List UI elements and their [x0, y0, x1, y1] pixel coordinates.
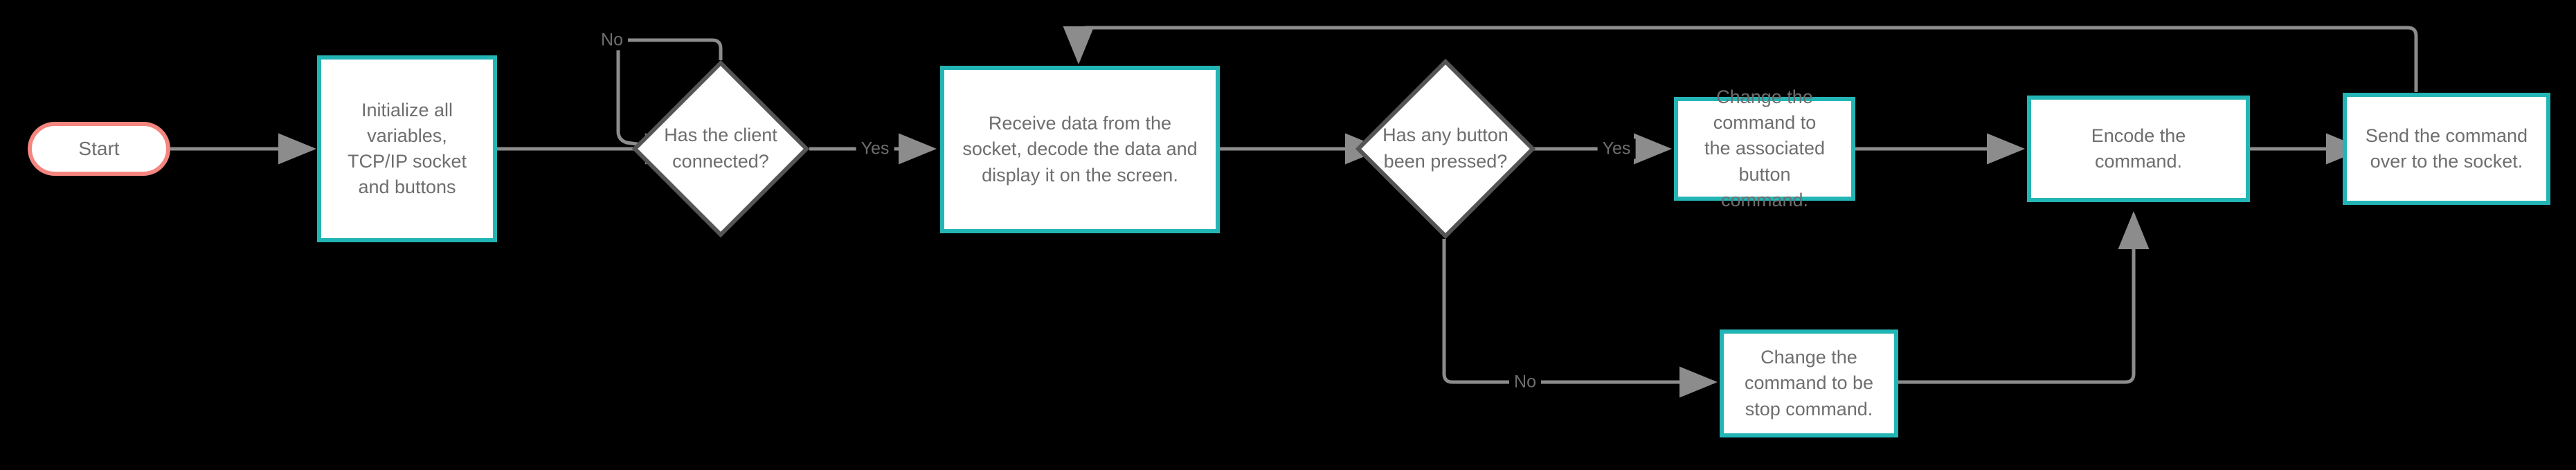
node-receive-data-label: Receive data from the socket, decode the…	[962, 113, 1198, 186]
edge-change-stop-to-encode	[1898, 211, 2150, 384]
diamond-shape	[632, 60, 809, 237]
node-receive-data[interactable]: Receive data from the socket, decode the…	[940, 66, 1220, 233]
node-encode-command[interactable]: Encode the command.	[2027, 96, 2250, 202]
edge-button-check-no	[1442, 239, 1718, 398]
node-change-associated-command[interactable]: Change the command to the associated but…	[1674, 87, 1855, 210]
node-initialize-label: Initialize all variables, TCP/IP socket …	[347, 99, 467, 198]
node-button-pressed-label: Has any button been pressed?	[1382, 125, 1508, 172]
edge-label-button-yes: Yes	[1597, 138, 1636, 159]
node-send-command[interactable]: Send the command over to the socket.	[2343, 93, 2550, 205]
node-change-stop-command-label: Change the command to be stop command.	[1744, 347, 1874, 419]
node-client-connected-label: Has the client connected?	[664, 125, 777, 172]
node-initialize[interactable]: Initialize all variables, TCP/IP socket …	[317, 55, 497, 242]
node-change-associated-command-label: Change the command to the associated but…	[1704, 86, 1826, 210]
edge-label-button-no: No	[1509, 372, 1541, 392]
edge-send-to-receive-loop	[1063, 26, 2418, 92]
node-button-pressed-decision[interactable]: Has any button been pressed?	[1355, 59, 1535, 239]
diamond-shape	[1355, 59, 1535, 239]
node-change-stop-command[interactable]: Change the command to be stop command.	[1720, 329, 1898, 437]
edge-label-client-yes: Yes	[856, 138, 894, 159]
node-send-command-label: Send the command over to the socket.	[2365, 125, 2528, 172]
node-client-connected-decision[interactable]: Has the client connected?	[632, 60, 809, 237]
node-start[interactable]: Start	[28, 122, 170, 176]
node-start-label: Start	[78, 138, 120, 159]
edge-label-client-no: No	[596, 30, 628, 51]
node-encode-command-label: Encode the command.	[2091, 125, 2186, 172]
